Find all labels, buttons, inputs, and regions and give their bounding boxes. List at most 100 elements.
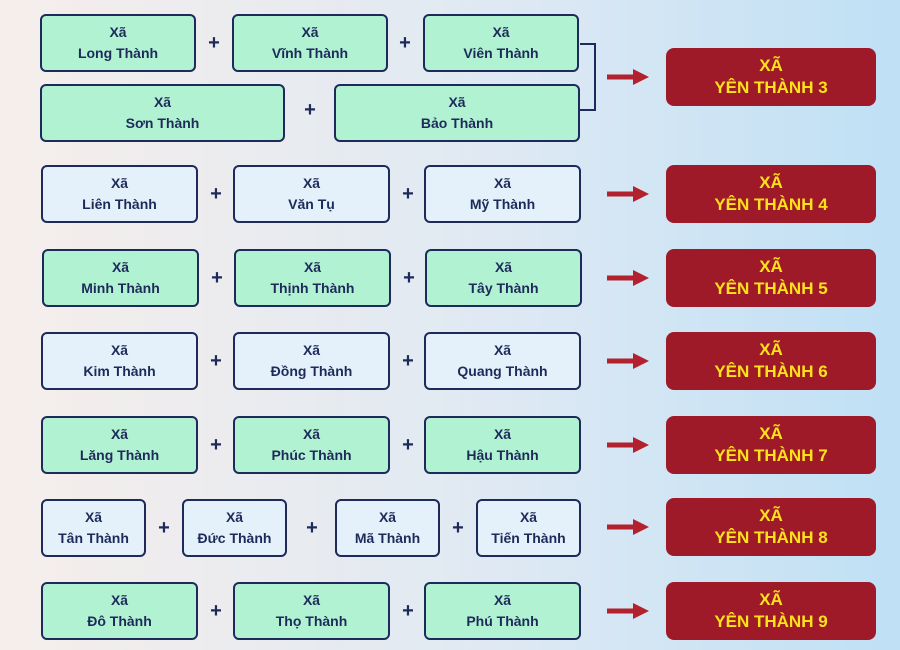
- commune-name: Minh Thành: [81, 280, 160, 296]
- result-prefix: XÃ: [759, 340, 783, 359]
- result-prefix: XÃ: [759, 56, 783, 75]
- plus-sign: +: [304, 99, 316, 121]
- group-bracket: [580, 43, 596, 111]
- commune-prefix: Xã: [84, 509, 103, 525]
- plus-sign: +: [402, 350, 414, 372]
- commune-prefix: Xã: [448, 94, 466, 110]
- result-prefix: XÃ: [759, 257, 783, 276]
- commune-name: Mã Thành: [354, 530, 421, 546]
- plus-sign: +: [402, 434, 414, 456]
- commune-prefix: Xã: [110, 342, 129, 358]
- plus-sign: +: [211, 267, 223, 289]
- commune-name: Kim Thành: [83, 363, 156, 379]
- result-prefix: XÃ: [759, 173, 783, 192]
- commune-prefix: Xã: [378, 509, 397, 525]
- result-box-yen-thanh-4: XÃ YÊN THÀNH 4: [666, 165, 876, 223]
- result-box-yen-thanh-9: XÃ YÊN THÀNH 9: [666, 582, 876, 640]
- commune-prefix: Xã: [494, 259, 513, 275]
- commune-name: Thịnh Thành: [270, 280, 355, 296]
- result-name: YÊN THÀNH 8: [714, 528, 828, 547]
- result-name: YÊN THÀNH 4: [714, 195, 828, 214]
- commune-name: Vĩnh Thành: [271, 45, 349, 61]
- plus-sign: +: [210, 434, 222, 456]
- commune-prefix: Xã: [302, 342, 321, 358]
- commune-name: Tây Thành: [468, 280, 539, 296]
- commune-name: Văn Tụ: [288, 196, 335, 212]
- plus-sign: +: [402, 183, 414, 205]
- commune-prefix: Xã: [493, 426, 512, 442]
- plus-sign: +: [403, 267, 415, 289]
- result-prefix: XÃ: [759, 506, 783, 525]
- commune-name: Long Thành: [77, 45, 159, 61]
- commune-prefix: Xã: [110, 426, 129, 442]
- commune-prefix: Xã: [110, 592, 129, 608]
- commune-name: Phúc Thành: [271, 447, 352, 463]
- result-box-yen-thanh-8: XÃ YÊN THÀNH 8: [666, 498, 876, 556]
- arrow-right-icon: [607, 186, 649, 202]
- plus-sign: +: [399, 32, 411, 54]
- result-name: YÊN THÀNH 7: [714, 446, 828, 465]
- commune-name: Lăng Thành: [79, 447, 160, 463]
- plus-sign: +: [210, 183, 222, 205]
- commune-name: Thọ Thành: [275, 613, 348, 629]
- arrow-right-icon: [607, 437, 649, 453]
- commune-name: Hậu Thành: [466, 447, 539, 463]
- commune-name: Đồng Thành: [270, 363, 353, 379]
- plus-sign: +: [210, 350, 222, 372]
- commune-name: Viên Thành: [463, 45, 539, 61]
- commune-name: Đô Thành: [87, 613, 152, 629]
- commune-name: Mỹ Thành: [469, 196, 536, 212]
- commune-box-do-thanh: Xã Đô Thành: [41, 582, 198, 640]
- commune-prefix: Xã: [110, 175, 129, 191]
- commune-name: Đức Thành: [197, 530, 272, 546]
- arrow-right-icon: [607, 270, 649, 286]
- result-box-yen-thanh-6: XÃ YÊN THÀNH 6: [666, 332, 876, 390]
- result-box-yen-thanh-3: XÃ YÊN THÀNH 3: [666, 48, 876, 106]
- commune-prefix: Xã: [519, 509, 538, 525]
- plus-sign: +: [452, 517, 464, 539]
- plus-sign: +: [210, 600, 222, 622]
- commune-prefix: Xã: [302, 426, 321, 442]
- result-box-yen-thanh-7: XÃ YÊN THÀNH 7: [666, 416, 876, 474]
- commune-box-my-thanh: Xã Mỹ Thành: [424, 165, 581, 223]
- arrow-right-icon: [607, 519, 649, 535]
- commune-prefix: Xã: [303, 259, 322, 275]
- commune-name: Sơn Thành: [125, 115, 200, 131]
- result-prefix: XÃ: [759, 590, 783, 609]
- commune-prefix: Xã: [493, 175, 512, 191]
- commune-prefix: Xã: [225, 509, 244, 525]
- commune-prefix: Xã: [109, 24, 127, 40]
- commune-name: Phú Thành: [466, 613, 539, 629]
- plus-sign: +: [306, 517, 318, 539]
- result-name: YÊN THÀNH 6: [714, 362, 828, 381]
- result-name: YÊN THÀNH 9: [714, 612, 828, 631]
- commune-name: Quang Thành: [457, 363, 548, 379]
- commune-prefix: Xã: [302, 592, 321, 608]
- result-name: YÊN THÀNH 3: [714, 78, 828, 97]
- result-name: YÊN THÀNH 5: [714, 279, 828, 298]
- commune-prefix: Xã: [153, 94, 172, 110]
- commune-prefix: Xã: [493, 592, 512, 608]
- arrow-right-icon: [607, 603, 649, 619]
- plus-sign: +: [158, 517, 170, 539]
- result-prefix: XÃ: [759, 424, 783, 443]
- commune-name: Bảo Thành: [420, 115, 494, 131]
- commune-prefix: Xã: [492, 24, 510, 40]
